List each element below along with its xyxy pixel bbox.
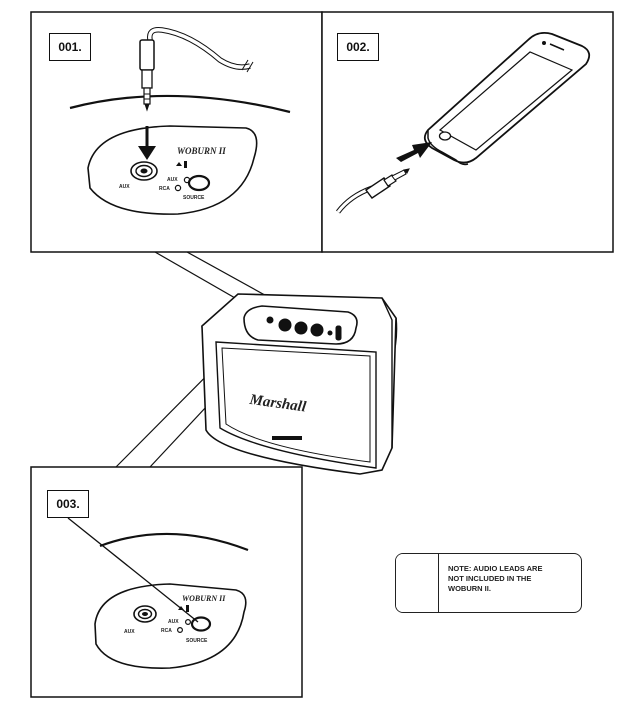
rca-led-icon-003 (177, 626, 184, 633)
step-label-003: 003. (47, 490, 89, 518)
treble-knob-icon (294, 321, 308, 335)
model-label-003: WOBURN II (182, 594, 226, 603)
aux-port-label-003: AUX (124, 629, 135, 635)
mic-small-icon (184, 161, 187, 168)
control-plate (87, 125, 258, 215)
aux-led-label-003: AUX (168, 619, 179, 625)
power-switch-icon (335, 325, 342, 341)
phone-icon (423, 31, 591, 166)
source-button-icon (187, 174, 211, 192)
rca-led-label-001: RCA (159, 186, 170, 192)
note-icon-cell (396, 554, 439, 612)
panel-003: WOBURN II AUX AUX RCA SOURCE (30, 466, 303, 698)
insert-arrow-icon (138, 126, 156, 160)
speaker-top-edge (69, 94, 291, 114)
step-label-001: 001. (49, 33, 91, 61)
source-label-003: SOURCE (186, 638, 208, 644)
aux-port-label-001: AUX (119, 184, 130, 190)
aux-jack-icon-003 (133, 605, 157, 623)
note-text: NOTE: AUDIO LEADS ARE NOT INCLUDED IN TH… (448, 564, 543, 593)
aux-led-icon-003 (185, 618, 192, 625)
aux-cable-icon (139, 26, 254, 112)
rca-led-label-003: RCA (161, 628, 172, 634)
step-label-002: 002. (337, 33, 379, 61)
volume-knob-icon (310, 323, 324, 337)
aux-jack-icon (130, 161, 158, 181)
pointer-line-003 (67, 517, 199, 623)
aux-led-label-001: AUX (167, 177, 178, 183)
phone-cable-icon (336, 168, 410, 214)
speaker-top-edge-003 (99, 532, 249, 552)
speaker-illustration: Marshall (201, 293, 398, 475)
note-box: NOTE: AUDIO LEADS ARE NOT INCLUDED IN TH… (395, 553, 582, 613)
source-label-001: SOURCE (183, 195, 205, 201)
rca-led-icon (174, 184, 182, 192)
aux-jack-small-icon (266, 316, 274, 324)
control-plate-003 (94, 583, 247, 669)
phone-small-icon (176, 162, 182, 166)
bass-knob-icon (278, 318, 292, 332)
model-label-001: WOBURN II (177, 146, 226, 156)
connect-arrow-icon (396, 142, 432, 162)
